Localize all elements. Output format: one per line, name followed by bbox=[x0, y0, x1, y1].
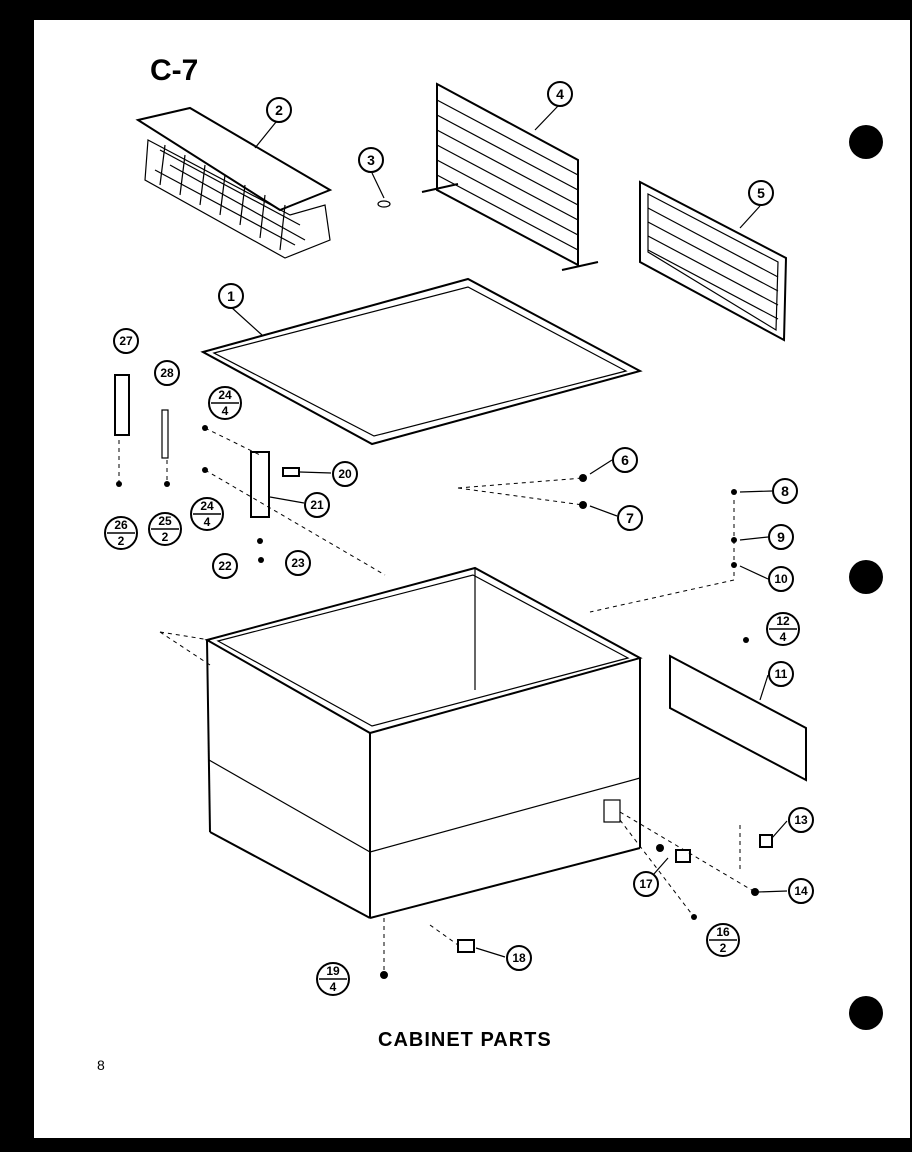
svg-text:23: 23 bbox=[291, 556, 305, 570]
svg-text:4: 4 bbox=[330, 980, 337, 994]
svg-text:17: 17 bbox=[639, 877, 653, 891]
panel-grill-part bbox=[639, 180, 788, 342]
hinge-part bbox=[161, 409, 169, 459]
clip-part bbox=[377, 200, 391, 208]
callout-17: 17 bbox=[633, 871, 659, 897]
page-number: 8 bbox=[97, 1057, 105, 1073]
callout-13: 13 bbox=[788, 807, 814, 833]
callout-24-4-upper: 244 bbox=[208, 386, 242, 420]
callout-10: 10 bbox=[768, 566, 794, 592]
svg-text:21: 21 bbox=[310, 498, 324, 512]
svg-text:5: 5 bbox=[757, 185, 765, 201]
svg-text:28: 28 bbox=[160, 366, 174, 380]
callout-23: 23 bbox=[285, 550, 311, 576]
callout-6: 6 bbox=[612, 447, 638, 473]
svg-text:6: 6 bbox=[621, 452, 629, 468]
callout-20: 20 bbox=[332, 461, 358, 487]
callout-9: 9 bbox=[768, 524, 794, 550]
callout-leader-lines bbox=[230, 105, 788, 958]
callout-8: 8 bbox=[772, 478, 798, 504]
hinge-cover-part bbox=[114, 374, 130, 436]
callout-2: 2 bbox=[266, 97, 292, 123]
latch-part bbox=[457, 939, 475, 953]
callout-16-2: 162 bbox=[706, 923, 740, 957]
svg-text:16: 16 bbox=[716, 925, 730, 939]
svg-text:9: 9 bbox=[777, 529, 785, 545]
callout-11: 11 bbox=[768, 661, 794, 687]
svg-text:20: 20 bbox=[338, 467, 352, 481]
wire-basket-part bbox=[135, 106, 333, 259]
callout-21: 21 bbox=[304, 492, 330, 518]
callout-4: 4 bbox=[547, 81, 573, 107]
svg-text:3: 3 bbox=[367, 152, 375, 168]
svg-text:4: 4 bbox=[222, 404, 229, 418]
svg-text:14: 14 bbox=[794, 884, 808, 898]
svg-text:4: 4 bbox=[556, 86, 564, 102]
svg-text:12: 12 bbox=[776, 614, 790, 628]
divider-grill-part bbox=[421, 82, 599, 271]
callout-1: 1 bbox=[218, 283, 244, 309]
svg-text:2: 2 bbox=[720, 941, 727, 955]
binder-hole-bottom bbox=[849, 996, 883, 1030]
svg-text:24: 24 bbox=[218, 388, 232, 402]
callout-5: 5 bbox=[748, 180, 774, 206]
svg-text:11: 11 bbox=[775, 667, 788, 681]
diagram-caption: CABINET PARTS bbox=[378, 1029, 552, 1051]
callout-7: 7 bbox=[617, 505, 643, 531]
svg-text:2: 2 bbox=[162, 530, 169, 544]
svg-text:13: 13 bbox=[794, 813, 808, 827]
bracket-part bbox=[759, 834, 773, 848]
callout-14: 14 bbox=[788, 878, 814, 904]
callout-24-4-lower: 244 bbox=[190, 497, 224, 531]
hinge-bracket-part bbox=[250, 451, 270, 518]
svg-text:24: 24 bbox=[200, 499, 214, 513]
svg-text:4: 4 bbox=[204, 515, 211, 529]
svg-text:26: 26 bbox=[114, 518, 128, 532]
svg-text:10: 10 bbox=[774, 572, 788, 586]
svg-text:2: 2 bbox=[118, 534, 125, 548]
svg-text:4: 4 bbox=[780, 630, 787, 644]
svg-text:25: 25 bbox=[158, 514, 172, 528]
back-panel-part bbox=[669, 654, 807, 782]
cabinet-box-part bbox=[204, 566, 643, 919]
callout-26-2: 262 bbox=[104, 516, 138, 550]
gasket-frame-part bbox=[200, 277, 643, 446]
callout-18: 18 bbox=[506, 945, 532, 971]
svg-text:27: 27 bbox=[119, 334, 133, 348]
switch-part bbox=[675, 849, 691, 863]
callout-27: 27 bbox=[113, 328, 139, 354]
binder-hole-top bbox=[849, 125, 883, 159]
svg-text:19: 19 bbox=[326, 964, 340, 978]
callout-22: 22 bbox=[212, 553, 238, 579]
assembly-dashed-lines bbox=[118, 427, 756, 975]
svg-text:1: 1 bbox=[227, 288, 235, 304]
binder-hole-middle bbox=[849, 560, 883, 594]
callout-19-4: 194 bbox=[316, 962, 350, 996]
callout-3: 3 bbox=[358, 147, 384, 173]
svg-text:2: 2 bbox=[275, 102, 283, 118]
callout-28: 28 bbox=[154, 360, 180, 386]
svg-text:8: 8 bbox=[781, 483, 789, 499]
svg-text:7: 7 bbox=[626, 510, 634, 526]
lock-part bbox=[282, 467, 300, 477]
callout-12-4: 124 bbox=[766, 612, 800, 646]
svg-text:22: 22 bbox=[218, 559, 232, 573]
svg-text:18: 18 bbox=[512, 951, 526, 965]
callout-25-2: 252 bbox=[148, 512, 182, 546]
page-title: C-7 bbox=[150, 54, 198, 87]
